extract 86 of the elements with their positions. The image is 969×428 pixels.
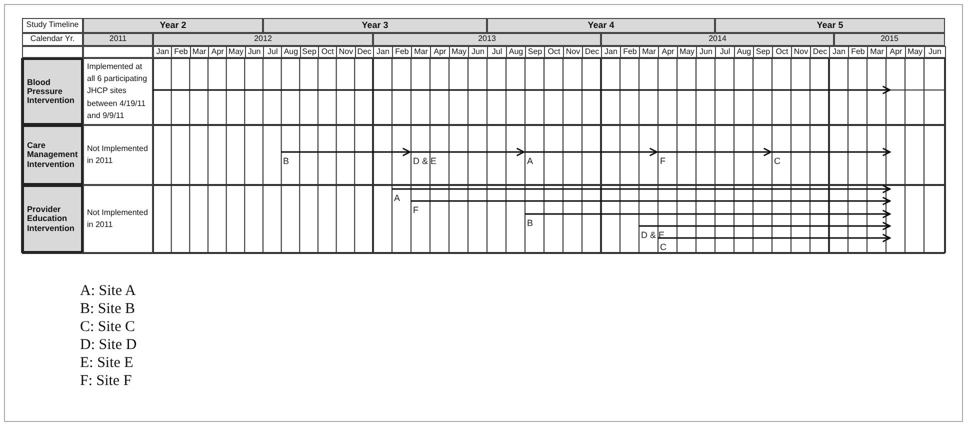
month-cell: Apr (430, 46, 450, 58)
month-cell: May (449, 46, 469, 58)
header-cell: 2014 (601, 33, 834, 46)
month-cell: May (226, 46, 246, 58)
timeline-arrow (658, 148, 772, 156)
month-cell: Jul (262, 46, 282, 58)
site-label: C (658, 239, 668, 252)
timeline-arrow (392, 184, 891, 194)
site-label: A (392, 190, 402, 203)
header-cell: Year 3 (263, 18, 487, 33)
site-label: F (411, 202, 420, 215)
month-cell: Jun (924, 46, 946, 58)
month-cell: Jun (696, 46, 716, 58)
timeline-arrow (411, 148, 525, 156)
site-label: F (658, 153, 668, 166)
header-cell: Calendar Yr. (22, 33, 83, 46)
table-cell: Not Implemented in 2011 (83, 185, 153, 253)
timeline-arrow (658, 234, 891, 242)
timeline-arrow (153, 86, 891, 94)
month-cell: May (905, 46, 925, 58)
month-cell: Apr (658, 46, 678, 58)
header-cell: 2015 (834, 33, 945, 46)
timeline-arrow (772, 148, 891, 156)
month-cell: Aug (506, 46, 526, 58)
header-cell: Study Timeline (22, 18, 83, 33)
timeline-arrow (411, 196, 891, 206)
month-cell: Oct (772, 46, 792, 58)
month-cell: Jul (487, 46, 507, 58)
header-cell: Year 4 (487, 18, 715, 33)
month-cell: Mar (867, 46, 887, 58)
month-cell: Feb (620, 46, 640, 58)
month-cell: Jul (715, 46, 735, 58)
month-cell: Nov (791, 46, 811, 58)
timeline-arrow (525, 210, 891, 218)
header-cell: 2011 (83, 33, 153, 46)
header-cell: 2012 (153, 33, 373, 46)
legend-text: A: Site A (80, 282, 136, 300)
month-cell: Jan (829, 46, 849, 58)
row-header: Blood Pressure Intervention (22, 58, 83, 125)
month-cell: Mar (190, 46, 209, 58)
month-cell: Feb (848, 46, 868, 58)
month-cell: Nov (336, 46, 356, 58)
timeline-arrow (281, 148, 411, 156)
month-cell: Jun (244, 46, 264, 58)
site-label: B (525, 215, 536, 228)
timeline-arrow (525, 148, 658, 156)
month-cell: Sep (525, 46, 545, 58)
table-cell: Implemented at all 6 participating JHCP sites between 4/19/11 and 9/9/11 (83, 58, 153, 125)
month-cell: Jan (373, 46, 393, 58)
row-header: Provider Education Intervention (22, 185, 83, 253)
table-cell: Not Implemented in 2011 (83, 125, 153, 185)
month-cell: Nov (563, 46, 583, 58)
month-cell: Dec (810, 46, 830, 58)
month-cell: Mar (639, 46, 659, 58)
header-cell: Year 5 (715, 18, 945, 33)
month-cell: Dec (582, 46, 602, 58)
month-cell: Sep (300, 46, 319, 58)
month-cell: Apr (208, 46, 228, 58)
month-cell: Jan (153, 46, 172, 58)
month-cell: Aug (281, 46, 301, 58)
month-cell: Feb (392, 46, 412, 58)
header-cell: Year 2 (83, 18, 263, 33)
month-cell: Dec (354, 46, 374, 58)
month-cell: Jan (601, 46, 621, 58)
month-cell: May (677, 46, 697, 58)
site-label: D & E (411, 153, 439, 166)
month-cell: Jun (468, 46, 488, 58)
site-label: D & E (639, 227, 667, 240)
header-cell: 2013 (373, 33, 601, 46)
site-label: B (281, 153, 292, 166)
site-label: A (525, 153, 536, 166)
month-cell: Apr (886, 46, 906, 58)
site-label: C (772, 153, 782, 166)
legend-text: E: Site E (80, 354, 134, 372)
month-cell: Mar (411, 46, 431, 58)
legend-text: D: Site D (80, 336, 137, 354)
month-cell: Sep (753, 46, 773, 58)
month-cell: Oct (544, 46, 564, 58)
month-cell: Aug (734, 46, 754, 58)
month-cell: Feb (171, 46, 191, 58)
legend-text: F: Site F (80, 372, 132, 390)
timeline-arrow (639, 222, 891, 230)
row-header: Care Management Intervention (22, 125, 83, 185)
legend-text: B: Site B (80, 300, 136, 318)
month-cell: Oct (318, 46, 338, 58)
legend-text: C: Site C (80, 318, 136, 336)
